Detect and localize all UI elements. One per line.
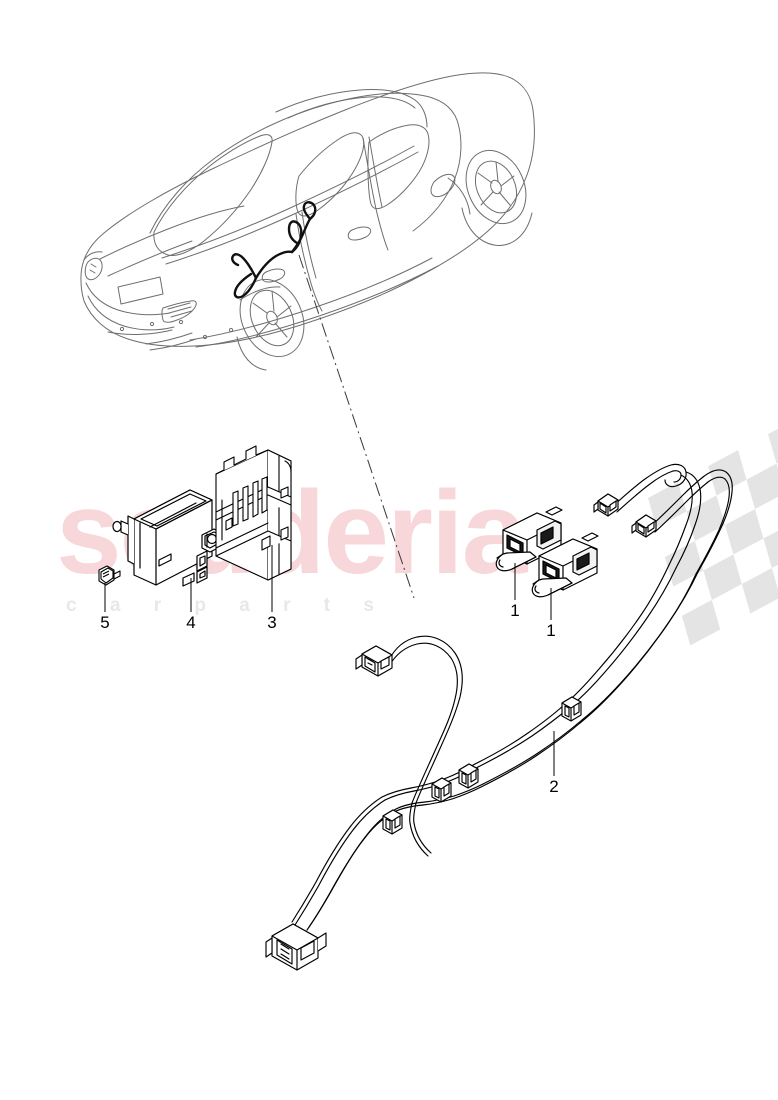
cable-clip-4[interactable] xyxy=(382,809,403,835)
callout-label-5: 5 xyxy=(100,613,109,632)
connector-harness-main-end[interactable] xyxy=(265,923,327,971)
connector-loop-cable-end[interactable] xyxy=(355,645,393,677)
checkered-flag-pattern xyxy=(648,418,778,646)
callout-label-3: 3 xyxy=(267,613,276,632)
watermark-subtitle: c a r p a r t s xyxy=(66,595,388,616)
harness-connectors xyxy=(265,493,657,971)
connector-branch-upper[interactable] xyxy=(593,493,619,517)
sedan-line-drawing xyxy=(80,72,535,371)
callout-label-2: 2 xyxy=(549,777,558,796)
sensor-module-left[interactable] xyxy=(495,506,563,572)
dash-dot-callout-line xyxy=(298,254,415,599)
cable-clip-3[interactable] xyxy=(431,777,452,803)
cable-clip-2[interactable] xyxy=(458,763,479,789)
mounting-grommet[interactable] xyxy=(98,565,121,586)
callout-label-4: 4 xyxy=(186,613,195,632)
cable-clip-1[interactable] xyxy=(561,696,582,722)
installed-wiring-harness-in-cabin xyxy=(231,201,317,299)
callout-label-1a: 1 xyxy=(510,601,519,620)
harness-clips xyxy=(382,696,582,835)
front-wheel xyxy=(465,149,527,225)
connector-branch-lower[interactable] xyxy=(631,514,657,538)
callout-label-1b: 1 xyxy=(546,621,555,640)
sensor-module-right[interactable] xyxy=(531,532,599,598)
